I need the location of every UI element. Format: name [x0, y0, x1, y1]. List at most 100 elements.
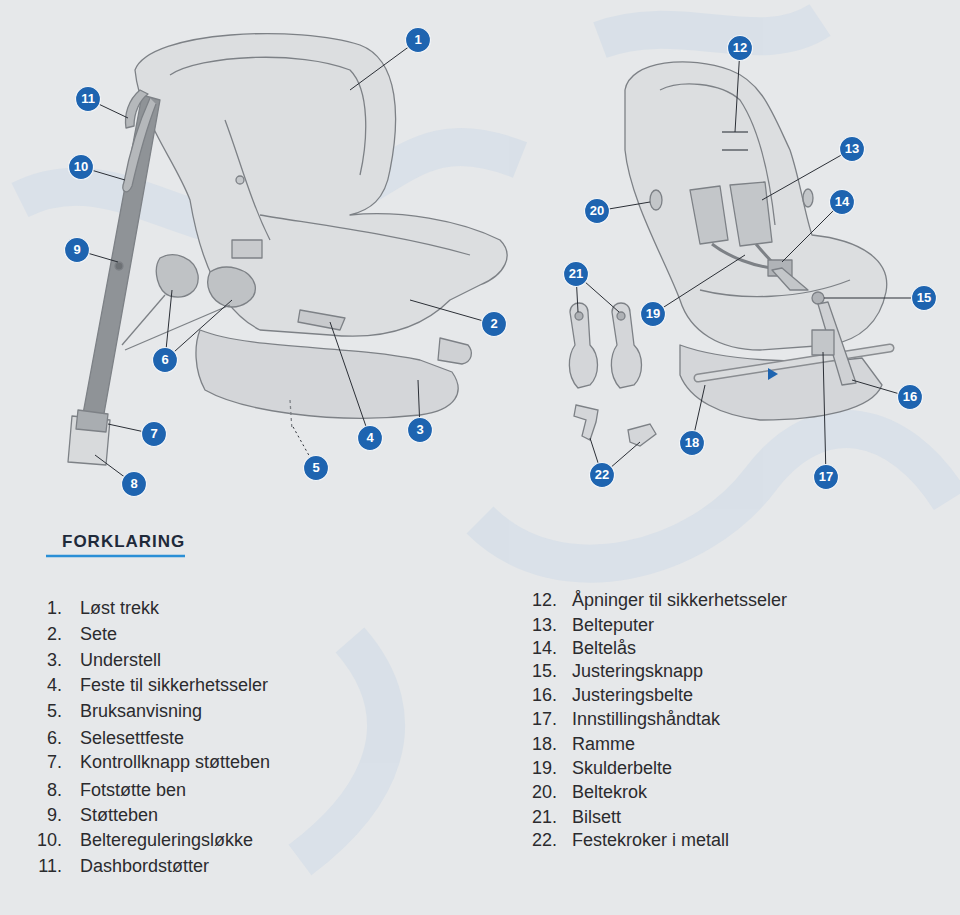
item-number: 18.	[505, 733, 557, 755]
callout-circle	[641, 302, 666, 327]
callout-badge: 12	[727, 35, 753, 61]
frame-bar	[698, 348, 890, 378]
adjust-button	[812, 292, 824, 304]
part-name: Løst trekk	[80, 597, 159, 619]
leader-line	[824, 298, 924, 299]
belt-slots	[722, 132, 748, 150]
harness-buckle	[232, 240, 262, 258]
harness-clamp	[156, 255, 198, 297]
item-number: 11.	[20, 855, 62, 877]
callout-badge: 10	[68, 154, 94, 180]
callout-badge: 15	[911, 285, 937, 311]
item-number: 12.	[505, 589, 557, 611]
callout-circle	[69, 155, 94, 180]
callout-circle	[912, 286, 937, 311]
callout-circle	[304, 456, 329, 481]
callout-badge: 4	[357, 425, 383, 451]
part-name: Støtteben	[80, 804, 158, 826]
callout-number: 2	[481, 311, 507, 337]
callout-circle	[728, 36, 753, 61]
base-tongue	[438, 338, 471, 364]
leader-line	[410, 300, 494, 324]
callout-number: 9	[64, 237, 90, 263]
callout-badge: 11	[75, 86, 101, 112]
callout-badge: 19	[640, 301, 666, 327]
callout-circle	[76, 87, 101, 112]
callout-circle	[830, 190, 855, 215]
part-name: Beltekrok	[572, 781, 647, 803]
callout-circle	[590, 463, 615, 488]
part-name: Beltelås	[572, 637, 636, 659]
callout-number: 21	[563, 261, 589, 287]
callout-badge: 16	[897, 384, 923, 410]
callout-circle	[680, 431, 705, 456]
callout-number: 6	[152, 347, 178, 373]
legend-heading: FORKLARING	[62, 531, 185, 553]
seat-shell	[625, 62, 887, 350]
callout-badge: 7	[141, 421, 167, 447]
callout-number: 19	[640, 301, 666, 327]
shell-seam	[225, 120, 270, 240]
left-seat	[68, 34, 507, 465]
callout-badge: 5	[303, 455, 329, 481]
callout-number: 7	[141, 421, 167, 447]
callout-number: 3	[407, 417, 433, 443]
seat-shell	[135, 34, 507, 337]
item-number: 20.	[505, 781, 557, 803]
callout-badge: 14	[829, 189, 855, 215]
item-number: 8.	[20, 779, 62, 801]
swirl	[480, 429, 950, 564]
title-underline	[46, 555, 185, 558]
part-name: Innstillingshåndtak	[572, 708, 720, 730]
belt-pad	[690, 186, 728, 244]
part-name: Justeringsknapp	[572, 660, 703, 682]
callout-circle	[814, 465, 839, 490]
part-name: Dashbordstøtter	[80, 855, 209, 877]
callout-number: 18	[679, 430, 705, 456]
metal-hook	[628, 424, 656, 446]
part-name: Belteputer	[572, 614, 654, 636]
shell-seam	[700, 280, 850, 297]
part-name: Understell	[80, 649, 161, 671]
callout-circle	[408, 418, 433, 443]
callout-number: 10	[68, 154, 94, 180]
leader-line	[330, 322, 370, 438]
belt-hook	[803, 189, 813, 207]
manual-slot	[290, 400, 292, 430]
callout-number: 1	[405, 27, 431, 53]
part-name: Kontrollknapp støtteben	[80, 751, 270, 773]
tether-strap	[122, 295, 165, 345]
callout-badge: 20	[584, 198, 610, 224]
callout-circle	[840, 137, 865, 162]
item-number: 5.	[20, 700, 62, 722]
part-name: Bilsett	[572, 806, 621, 828]
callout-circle	[898, 385, 923, 410]
part-name: Feste til sikkerhetsseler	[80, 674, 268, 696]
part-name: Bruksanvisning	[80, 700, 202, 722]
callout-circle	[406, 28, 431, 53]
part-name: Fotstøtte ben	[80, 779, 186, 801]
part-name: Selesettfeste	[80, 727, 184, 749]
item-number: 2.	[20, 623, 62, 645]
part-name: Skulderbelte	[572, 757, 672, 779]
belt-guide	[298, 310, 345, 330]
callout-number: 13	[839, 136, 865, 162]
callout-number: 20	[584, 198, 610, 224]
callout-badge: 13	[839, 136, 865, 162]
callout-circle	[482, 312, 507, 337]
swirl	[300, 640, 386, 860]
item-number: 17.	[505, 708, 557, 730]
background-swirls	[20, 20, 950, 860]
callout-number: 15	[911, 285, 937, 311]
shell-rivet	[236, 176, 244, 184]
item-number: 13.	[505, 614, 557, 636]
item-number: 15.	[505, 660, 557, 682]
item-number: 22.	[505, 829, 557, 851]
adjust-handle	[812, 330, 834, 355]
shell-seam	[170, 57, 366, 175]
callout-number: 14	[829, 189, 855, 215]
item-number: 4.	[20, 674, 62, 696]
item-number: 7.	[20, 751, 62, 773]
